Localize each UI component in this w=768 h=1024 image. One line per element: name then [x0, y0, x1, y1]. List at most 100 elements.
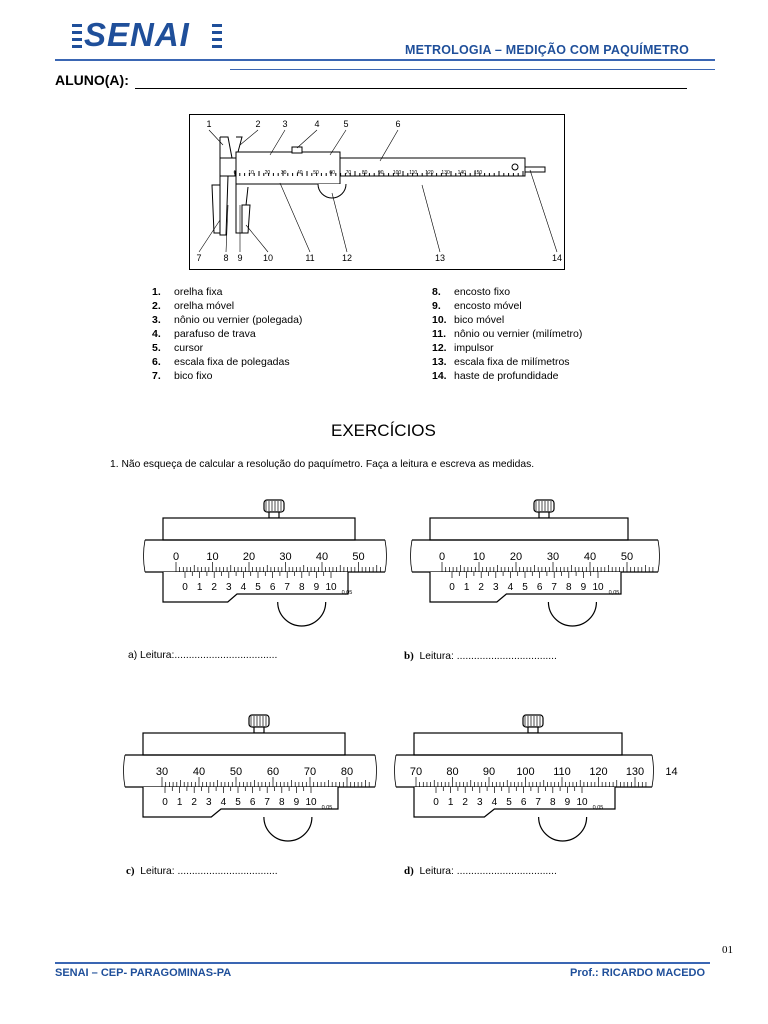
main-scale-label: 30 [156, 766, 168, 778]
part-label: cursor [174, 342, 204, 354]
part-right-item: 13. escala fixa de milímetros [432, 356, 570, 368]
part-left-item: 5.cursor [152, 342, 203, 354]
logo-bars-right [212, 24, 222, 52]
knob-stem [268, 511, 280, 519]
vernier-label: 9 [314, 582, 320, 593]
beam-scale-label: 110 [409, 170, 417, 176]
part-number: 11. [432, 328, 447, 340]
answer-a[interactable]: a) Leitura:.............................… [128, 650, 277, 661]
vernier-label: 3 [477, 797, 483, 808]
vernier-label: 10 [592, 582, 604, 593]
exercises-title: EXERCÍCIOS [331, 421, 436, 440]
callout-label: 11 [305, 253, 314, 263]
logo-bars-left [72, 24, 82, 52]
answer-b[interactable]: b) Leitura: ............................… [404, 650, 557, 662]
part-number: 1. [152, 286, 161, 298]
main-scale-label: 60 [267, 766, 279, 778]
main-scale-label: 40 [316, 551, 328, 563]
answer-d[interactable]: d) Leitura: ............................… [404, 865, 557, 877]
caliper-d [394, 714, 654, 842]
main-beam [145, 539, 385, 573]
vernier-label: 7 [535, 797, 541, 808]
beam-break [394, 754, 654, 788]
answer-b-dots: ................................... [456, 651, 557, 662]
part-number: 13. [432, 356, 447, 368]
vernier-label: 6 [537, 582, 543, 593]
answer-a-label: Leitura: [140, 650, 175, 661]
part-left-item: 7. bico fixo [152, 370, 213, 382]
footer-right: Prof.: RICARDO MACEDO [570, 967, 706, 979]
part-label: encosto móvel [454, 300, 522, 312]
footer-left: SENAI – CEP- PARAGOMINAS-PA [55, 967, 232, 979]
main-scale-label: 50 [352, 551, 364, 563]
answer-c[interactable]: c) Leitura: ............................… [126, 865, 278, 877]
vernier-label: 7 [551, 582, 557, 593]
callout-label: 7 [196, 253, 201, 263]
caliper-c [123, 714, 377, 842]
thumb-wheel [263, 816, 313, 842]
vernier-label: 0 [182, 582, 188, 593]
beam-scale-label: 90 [378, 170, 384, 176]
knob-stem [253, 726, 265, 734]
main-scale-label: 100 [516, 766, 534, 778]
vernier-label: 4 [508, 582, 514, 593]
answer-c-dots: ................................... [177, 866, 278, 877]
beam-scale-label: 120 [425, 170, 434, 176]
logo-text: SENAI [84, 16, 190, 53]
beam-scale-label: 70 [346, 170, 352, 176]
part-right-item: 9.encosto móvel [432, 300, 522, 312]
vernier-label: 8 [566, 582, 572, 593]
beam-scale-label: 10 [248, 170, 254, 176]
answer-c-letter: c) [126, 865, 135, 877]
main-scale-label: 20 [510, 551, 522, 563]
callout-label: 10 [263, 253, 273, 263]
part-right-item: 12.impulsor [432, 342, 494, 354]
part-label: bico fixo [174, 370, 213, 382]
knob-stem [527, 726, 539, 734]
part-label: encosto fixo [454, 286, 511, 298]
beam-break [123, 754, 377, 788]
vernier-label: 2 [462, 797, 468, 808]
vernier-label: 9 [294, 797, 300, 808]
thumb-wheel [538, 816, 588, 842]
vernier-label: 10 [305, 797, 317, 808]
part-number: 7. [152, 370, 161, 382]
student-label: ALUNO(A): [55, 72, 129, 88]
resolution-label: 0,05 [609, 590, 620, 596]
vernier-label: 8 [299, 582, 305, 593]
main-scale-label: 10 [206, 551, 218, 563]
lock-screw [291, 146, 303, 154]
fixed-jaw [219, 136, 233, 236]
part-label: parafuso de trava [174, 328, 256, 340]
resolution-label: 0,05 [322, 805, 333, 811]
callout-leader [279, 182, 311, 253]
vernier-label: 9 [581, 582, 587, 593]
part-label: escala fixa de milímetros [454, 356, 570, 368]
part-right-item: 8. encosto fixo [432, 286, 510, 298]
header-rule [55, 59, 715, 61]
callout-label: 3 [282, 119, 287, 129]
beam-scale-label: 150 [474, 170, 483, 176]
fixed-jaw-lower [211, 184, 221, 234]
cursor [235, 151, 341, 185]
beam-scale-label: 50 [313, 170, 319, 176]
main-scale-label: 80 [341, 766, 353, 778]
vernier-label: 5 [522, 582, 528, 593]
answer-b-label: Leitura: [419, 651, 454, 662]
thumb-wheel [547, 601, 598, 627]
callout-leader [208, 129, 224, 146]
callout-leader [239, 129, 259, 146]
resolution-label: 0,05 [593, 805, 604, 811]
thumb-wheel [317, 183, 347, 199]
callout-label: 12 [342, 253, 352, 263]
vernier-plate [429, 572, 622, 603]
main-scale-label: 30 [547, 551, 559, 563]
header-rule-thin [230, 69, 715, 70]
part-number: 8. [432, 286, 441, 298]
beam-screw [511, 163, 519, 171]
student-name-line[interactable] [135, 88, 687, 89]
part-number: 2. [152, 300, 161, 312]
vernier-label: 1 [177, 797, 183, 808]
main-scale-label: 50 [230, 766, 242, 778]
